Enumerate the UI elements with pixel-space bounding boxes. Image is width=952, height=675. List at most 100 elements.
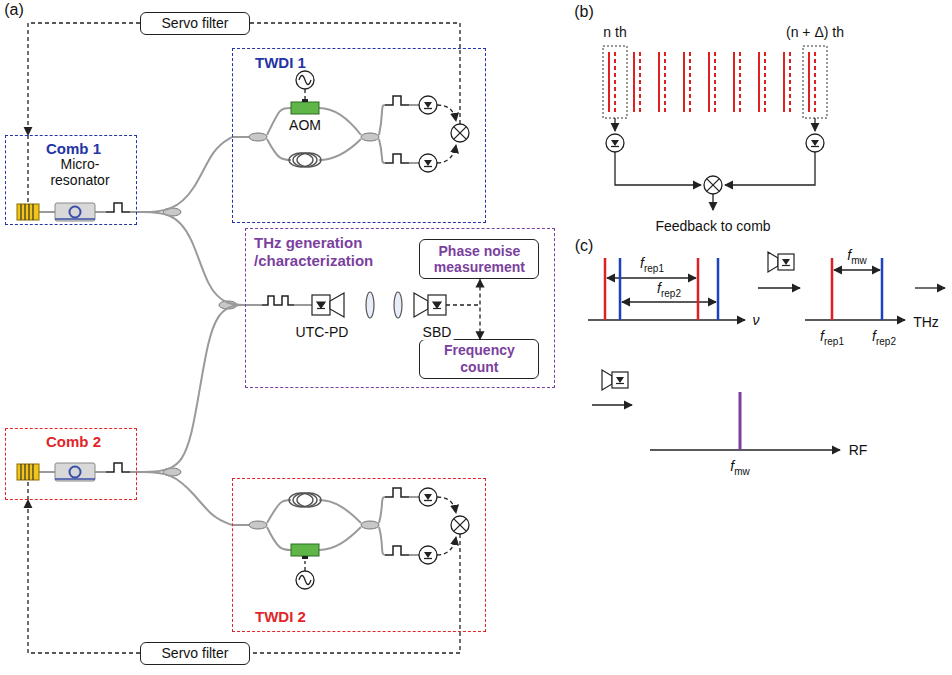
interferometer-panel: TWDI 1 xyxy=(232,48,486,223)
electrical-wire xyxy=(459,534,460,632)
twdi-parts xyxy=(361,521,379,529)
comb-parts xyxy=(106,203,130,212)
twdi-parts xyxy=(296,71,314,89)
twdi-parts xyxy=(289,153,321,167)
electrical-wire xyxy=(304,89,305,99)
twdi-parts xyxy=(419,96,437,114)
part-label: AOM xyxy=(287,117,323,133)
panel-title: Comb 2 xyxy=(46,433,136,451)
part-label: SBD xyxy=(421,324,454,340)
part-label: fmw xyxy=(728,458,751,477)
panel-b-parts xyxy=(806,134,824,152)
electrical-wire xyxy=(725,152,815,185)
thz-parts xyxy=(312,295,330,315)
thz-parts xyxy=(330,293,344,317)
detector-icon xyxy=(768,252,794,272)
twdi-parts xyxy=(385,154,409,163)
spectrum-axis xyxy=(588,319,745,320)
panel-letter: (c) xyxy=(573,237,596,255)
selection-box xyxy=(603,46,627,118)
spectrum-axis xyxy=(834,269,880,270)
thz-parts xyxy=(428,295,446,315)
electrical-wire xyxy=(446,304,480,305)
spectrum-axis xyxy=(588,270,945,450)
thz-parts xyxy=(433,302,441,308)
comb-parts xyxy=(17,464,39,480)
servo-filter-box: Servo filter xyxy=(140,642,250,665)
comb-line xyxy=(733,52,735,112)
thz-parts xyxy=(366,292,374,318)
measurement-box: Frequency count xyxy=(419,339,539,379)
panel-letter: (a) xyxy=(2,1,26,19)
thz-parts xyxy=(317,302,325,308)
measurement-box: Phase noise measurement xyxy=(419,239,539,279)
part-label: n th xyxy=(601,24,628,40)
panel-b-parts xyxy=(606,134,624,152)
comb-line xyxy=(633,52,635,112)
thz-parts xyxy=(394,292,402,318)
comb-parts xyxy=(106,463,130,472)
thz-parts xyxy=(317,308,325,309)
part-label: THz xyxy=(911,314,941,330)
electrical-wire xyxy=(814,118,815,131)
part-label: Feedback to comb xyxy=(653,218,772,234)
box-label: Frequency count xyxy=(426,342,532,376)
panel-b-parts xyxy=(606,134,824,194)
comb-line xyxy=(783,52,785,112)
box-label: Servo filter xyxy=(162,15,229,32)
panel-title: TWDI 1 xyxy=(255,54,485,72)
servo-filter-box: Servo filter xyxy=(140,12,250,35)
optical-fiber xyxy=(39,105,419,555)
part-label: frep2 xyxy=(655,280,683,299)
thz-parts xyxy=(414,293,428,317)
part-label: fmw xyxy=(845,247,868,266)
thz-panel: THz generation /characterizationPhase no… xyxy=(245,228,555,388)
feedback-line xyxy=(28,23,140,135)
electrical-wire xyxy=(437,537,456,555)
twdi-parts xyxy=(451,124,469,142)
optical-fiber xyxy=(39,212,137,472)
comb-line xyxy=(708,52,710,112)
twdi-parts xyxy=(249,133,267,141)
twdi-parts xyxy=(361,133,379,141)
comb-line xyxy=(739,52,741,112)
twdi-parts xyxy=(451,516,469,534)
thz-parts xyxy=(262,296,294,305)
twdi-parts xyxy=(419,546,437,564)
twdi-parts xyxy=(296,571,314,589)
electrical-wire xyxy=(304,561,305,571)
comb-parts xyxy=(17,203,237,481)
comb-line xyxy=(608,52,610,112)
twdi-parts xyxy=(385,96,409,105)
comb-parts xyxy=(55,203,95,221)
comb-line xyxy=(758,52,760,112)
detector-icon xyxy=(602,252,794,390)
comb-parts xyxy=(17,204,39,220)
comb-line xyxy=(664,52,666,112)
spectrum-axis xyxy=(915,287,945,288)
electrical-wire xyxy=(28,135,480,632)
comb-line xyxy=(639,52,641,112)
optical-fiber xyxy=(137,305,245,472)
part-label: (n + Δ) th xyxy=(784,24,846,40)
optical-fiber xyxy=(137,137,232,212)
part-label: frep1 xyxy=(818,328,846,347)
twdi-parts xyxy=(385,546,409,555)
comb-parts xyxy=(55,463,95,481)
feedback-line xyxy=(28,500,140,653)
part-label: ν xyxy=(751,312,762,328)
comb-line xyxy=(714,52,716,112)
electrical-wire xyxy=(27,135,28,204)
part-label: RF xyxy=(847,442,870,458)
selection-box xyxy=(603,46,827,118)
twdi-parts xyxy=(419,154,437,172)
part-label: frep1 xyxy=(638,255,666,274)
comb-line xyxy=(658,52,660,112)
optical-fiber xyxy=(232,497,419,555)
electrical-wire xyxy=(614,118,615,131)
spectral-line xyxy=(739,392,742,450)
spectrum-axis xyxy=(805,319,905,320)
spectrum-axis xyxy=(592,404,632,405)
spectral-line xyxy=(620,258,882,320)
